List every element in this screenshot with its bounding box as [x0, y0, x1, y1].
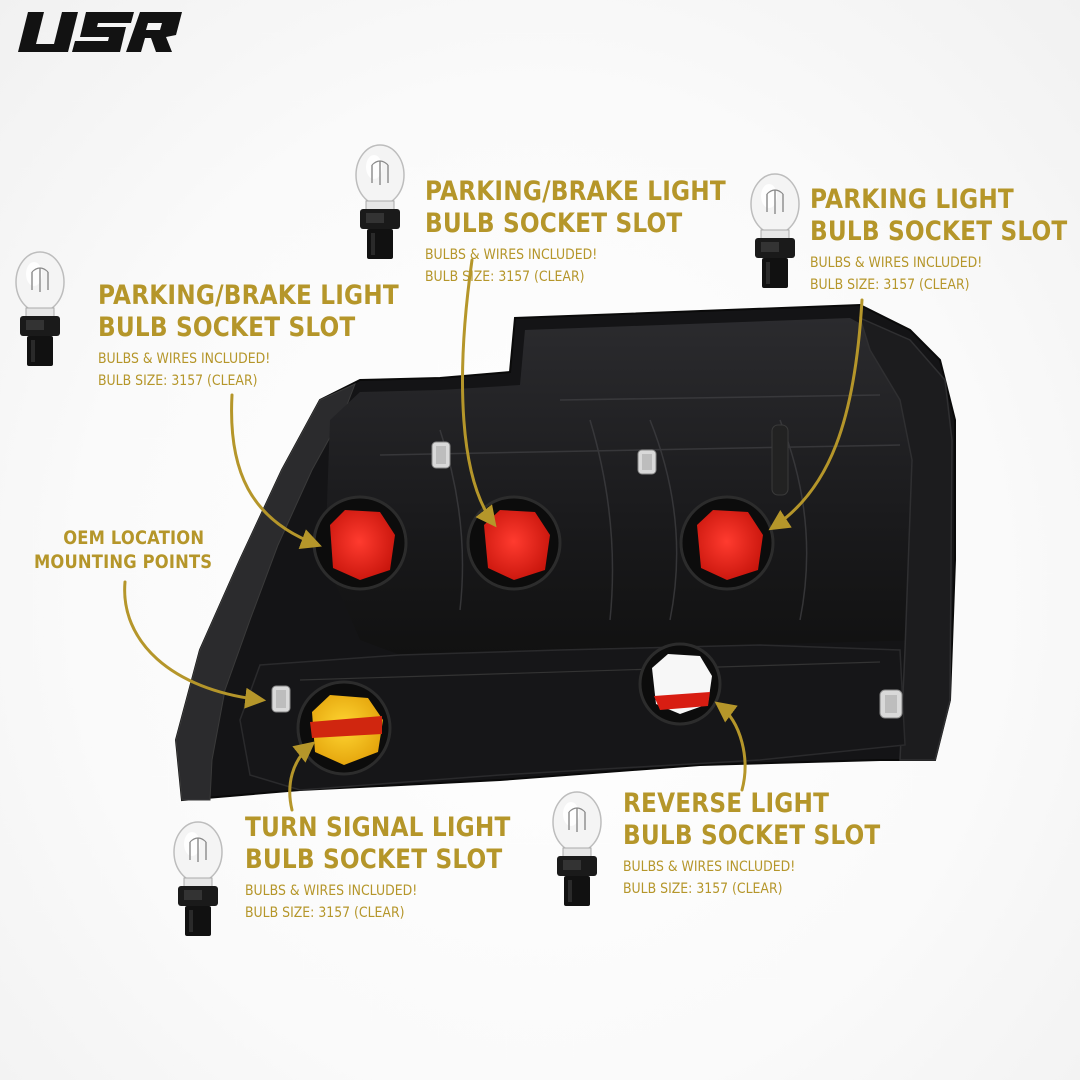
leader-lines: [123, 258, 864, 812]
callout-note: BULBS & WIRES INCLUDED! BULB SIZE: 3157 …: [98, 351, 271, 389]
bulb-icon: [173, 821, 223, 937]
bulb-icon: [552, 791, 602, 907]
callout-title: OEM LOCATION MOUNTING POINTS: [34, 527, 213, 573]
mounting-stud: [879, 689, 903, 719]
callout-top-center: PARKING/BRAKE LIGHT BULB SOCKET SLOT BUL…: [425, 176, 775, 288]
parking-brake-socket-left: [312, 495, 408, 591]
parking-brake-socket-center: [466, 495, 562, 591]
callout-top-right: PARKING LIGHT BULB SOCKET SLOT BULBS & W…: [810, 184, 1080, 296]
tail-light-housing: [174, 303, 956, 802]
callout-title: PARKING/BRAKE LIGHT BULB SOCKET SLOT: [98, 280, 399, 343]
callout-title: PARKING/BRAKE LIGHT BULB SOCKET SLOT: [425, 176, 726, 239]
callout-note: BULBS & WIRES INCLUDED! BULB SIZE: 3157 …: [425, 247, 598, 285]
callout-mounting: OEM LOCATION MOUNTING POINTS: [34, 526, 241, 574]
reverse-socket: [638, 642, 722, 726]
turn-signal-socket: [296, 680, 392, 776]
mounting-stud: [431, 441, 451, 469]
usr-logo: [18, 12, 182, 52]
mounting-stud: [637, 449, 657, 475]
bulb-icon: [15, 251, 65, 367]
callout-turn-signal: TURN SIGNAL LIGHT BULB SOCKET SLOT BULBS…: [245, 812, 554, 924]
parking-socket-right: [679, 495, 775, 591]
callout-note: BULBS & WIRES INCLUDED! BULB SIZE: 3157 …: [623, 859, 796, 897]
callout-title: PARKING LIGHT BULB SOCKET SLOT: [810, 184, 1068, 247]
callout-note: BULBS & WIRES INCLUDED! BULB SIZE: 3157 …: [810, 255, 983, 293]
mounting-stud: [271, 685, 291, 713]
callout-top-left: PARKING/BRAKE LIGHT BULB SOCKET SLOT BUL…: [98, 280, 448, 392]
callout-title: REVERSE LIGHT BULB SOCKET SLOT: [623, 788, 881, 851]
callout-note: BULBS & WIRES INCLUDED! BULB SIZE: 3157 …: [245, 883, 418, 921]
callout-reverse: REVERSE LIGHT BULB SOCKET SLOT BULBS & W…: [623, 788, 922, 900]
callout-title: TURN SIGNAL LIGHT BULB SOCKET SLOT: [245, 812, 511, 875]
bulb-icon: [355, 144, 405, 260]
